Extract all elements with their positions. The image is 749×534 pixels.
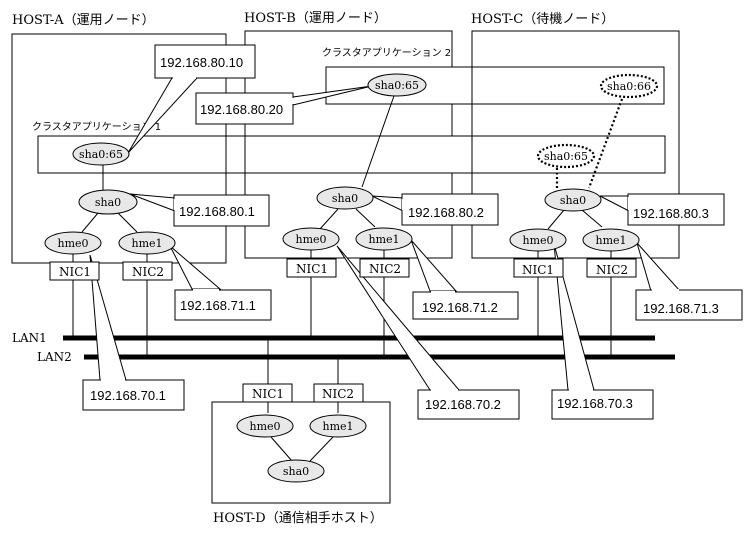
ip-takeover-app2: 192.168.80.20: [200, 102, 283, 117]
host-d-nic2-label: NIC2: [322, 387, 354, 401]
host-d-hme0-label: hme0: [249, 420, 280, 433]
ip-host-c-sha0: 192.168.80.3: [633, 206, 709, 221]
ip-host-b-sha0: 192.168.80.2: [408, 205, 484, 220]
callout-box-80-20: [195, 92, 294, 125]
host-b-sha0-label: sha0: [332, 192, 358, 205]
host-c-sha0-node: [544, 188, 602, 212]
host-a-hme0-label: hme0: [57, 237, 88, 250]
lan2-label: LAN2: [37, 350, 72, 364]
host-c-nic2: [586, 258, 637, 278]
host-a-title: HOST-A（運用ノード）: [12, 13, 155, 28]
callout-box-71-2: [412, 291, 519, 320]
host-c-sha0-66-label: sha0:66: [607, 80, 651, 93]
host-b-nic2: [359, 258, 410, 278]
host-a-nic2: [122, 261, 173, 281]
host-c-nic2-label: NIC2: [596, 263, 628, 277]
host-b-hme1-label: hme1: [368, 233, 399, 246]
callout-box-71-3: [635, 289, 743, 321]
host-d-hme0-node: [236, 414, 294, 438]
host-b-sha0-65-label: sha0:65: [375, 79, 419, 92]
host-c-sha0-label: sha0: [560, 194, 586, 207]
ip-host-c-hme0: 192.168.70.3: [557, 396, 633, 411]
host-c-sha0-66-node: [599, 73, 659, 99]
host-c-title: HOST-C（待機ノード）: [471, 12, 614, 27]
callout-box-70-3: [551, 389, 654, 420]
host-b-hme0-label: hme0: [295, 233, 326, 246]
cluster-app-1-label: クラスタアプリケーション 1: [32, 121, 161, 133]
ip-host-a-sha0: 192.168.80.1: [179, 204, 255, 219]
host-b-nic2-label: NIC2: [369, 262, 401, 276]
lan1-label: LAN1: [12, 331, 47, 345]
host-a-sha0-65-label: sha0:65: [79, 148, 123, 161]
callout-box-70-1: [82, 379, 185, 411]
host-d-nic1: [242, 383, 293, 403]
host-c-hme1-label: hme1: [595, 234, 626, 247]
host-d-hme1-node: [309, 414, 367, 438]
host-b-nic1: [286, 258, 337, 278]
callout-box-80-10: [154, 44, 256, 79]
host-a-nic1-label: NIC1: [59, 265, 91, 279]
ip-host-c-hme1: 192.168.71.3: [643, 301, 719, 316]
host-a-nic2-label: NIC2: [132, 265, 164, 279]
callout-box-80-2: [401, 193, 499, 226]
host-c-sha0-65-node: [536, 143, 596, 169]
host-a-hme1-label: hme1: [131, 237, 162, 250]
host-d-title: HOST-D（通信相手ホスト）: [213, 511, 383, 526]
ip-host-b-hme1: 192.168.71.2: [422, 300, 498, 315]
nic-lan-links: [72, 277, 612, 384]
host-c-nic1-label: NIC1: [522, 263, 554, 277]
host-a-hme0-node: [44, 231, 102, 255]
host-b-nic1-label: NIC1: [296, 262, 328, 276]
ip-host-a-hme0: 192.168.70.1: [90, 388, 166, 403]
host-a-sha0-label: sha0: [95, 196, 121, 209]
host-c-nic1: [513, 258, 564, 278]
host-b-hme1-node: [355, 227, 413, 251]
host-a-sha0-65-node: [72, 142, 130, 166]
host-c-hme0-label: hme0: [522, 234, 553, 247]
host-b-title: HOST-B（運用ノード）: [244, 11, 387, 26]
callout-masks: [101, 77, 679, 391]
callout-box-80-3: [627, 193, 725, 226]
host-c-sha0-65-label: sha0:65: [544, 150, 588, 163]
nic-boxes: [49, 258, 637, 403]
host-d-box: [211, 401, 391, 504]
host-b-hme0-node: [282, 227, 340, 251]
host-d-sha0-label: sha0: [283, 465, 309, 478]
callout-pointers: [89, 77, 682, 391]
host-a-hme1-node: [118, 231, 176, 255]
ip-host-a-hme1: 192.168.71.1: [180, 298, 256, 313]
callout-box-80-1: [173, 194, 270, 227]
cluster-app-2-label: クラスタアプリケーション 2: [322, 47, 451, 59]
host-c-hme0-node: [509, 228, 567, 252]
host-b-sha0-65-node: [367, 73, 427, 97]
host-d-nic1-label: NIC1: [252, 387, 284, 401]
host-c-hme1-node: [582, 228, 640, 252]
host-d-nic2: [313, 383, 364, 403]
callout-box-71-1: [174, 289, 272, 321]
host-d-sha0-node: [267, 459, 325, 483]
ip-host-b-hme0: 192.168.70.2: [425, 397, 501, 412]
callout-box-70-2: [417, 389, 520, 420]
host-a-sha0-node: [78, 189, 138, 215]
host-b-sha0-node: [316, 186, 374, 210]
host-d-hme1-label: hme1: [322, 420, 353, 433]
host-a-nic1: [49, 261, 100, 281]
ip-takeover-app1: 192.168.80.10: [160, 55, 243, 70]
